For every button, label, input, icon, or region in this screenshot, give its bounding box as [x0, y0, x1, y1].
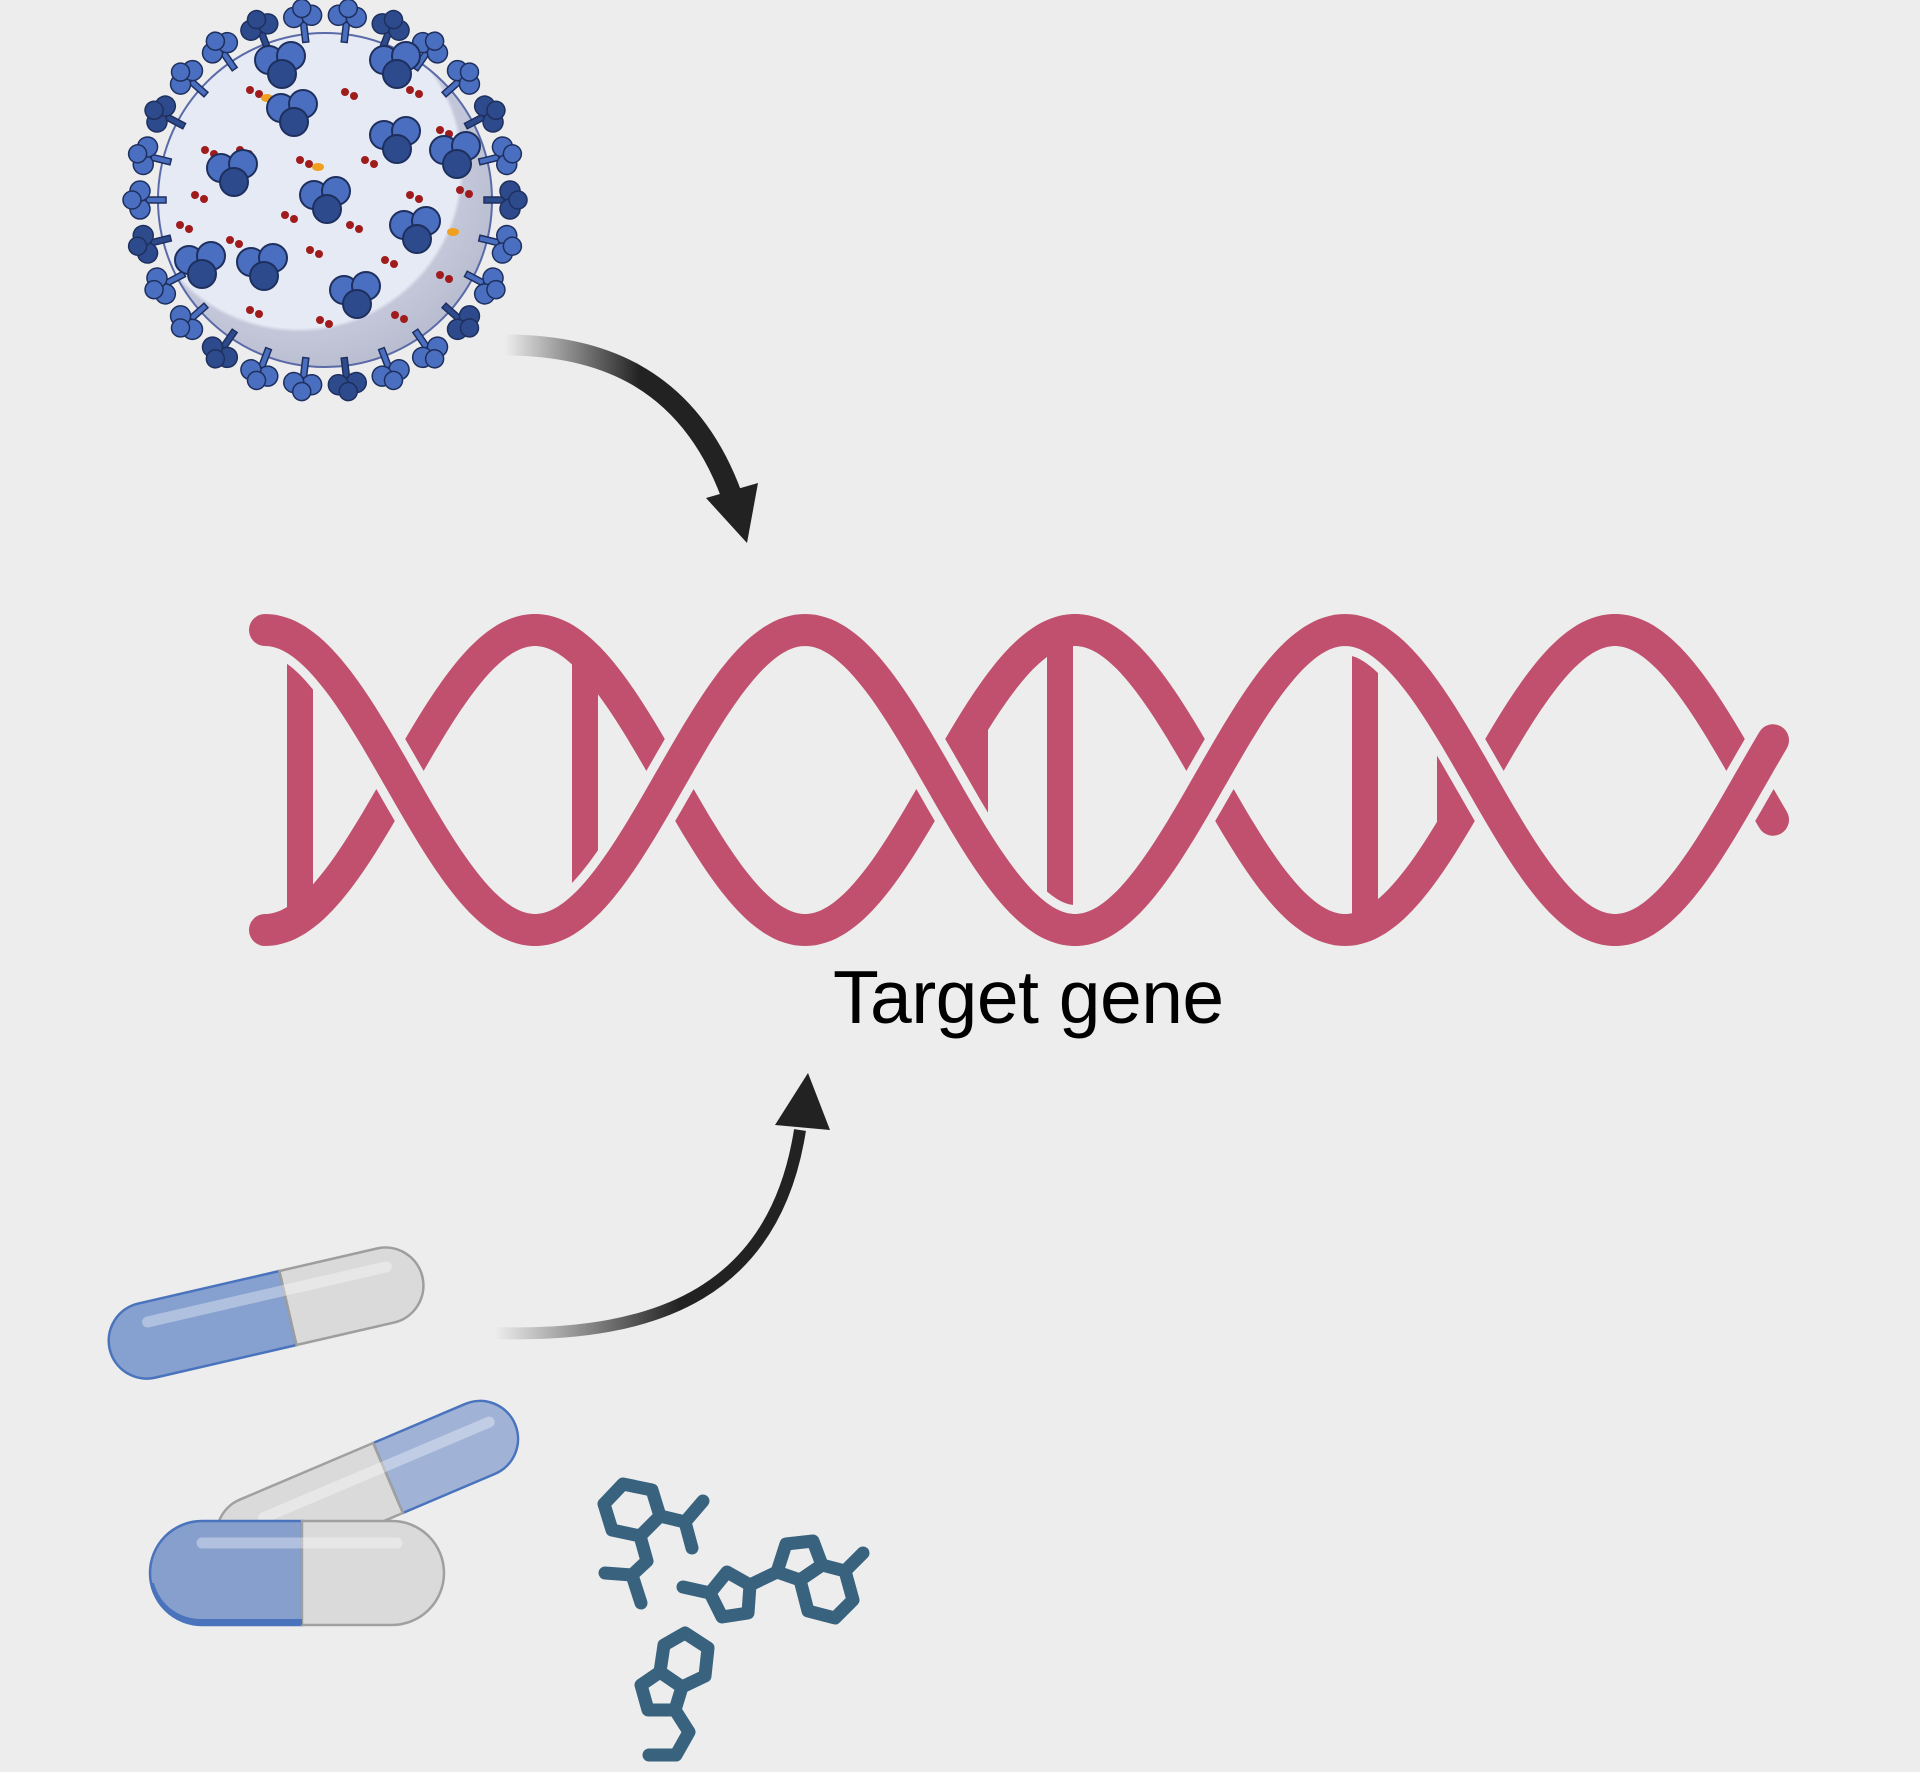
spike-protein: [371, 9, 410, 54]
arrow-virus-to-gene: [504, 334, 758, 543]
spike-protein: [371, 346, 410, 391]
spike-protein: [463, 267, 506, 305]
spike-protein: [411, 328, 449, 369]
virus-dot-pair: [246, 86, 263, 98]
spike-protein: [144, 267, 187, 305]
virus-dot-pair: [406, 86, 423, 98]
virus-dot-pair: [226, 236, 243, 248]
spike-protein: [169, 59, 210, 98]
virus-dot-pair: [346, 221, 363, 233]
virus-dot-pair: [316, 316, 333, 328]
spike-protein: [240, 346, 279, 391]
capsule-1: [107, 1246, 425, 1380]
spike-cluster: [266, 89, 318, 137]
target-gene-label: Target gene: [833, 955, 1224, 1039]
arrowhead-icon: [775, 1073, 830, 1130]
virus-dot-pair: [361, 156, 378, 168]
virus-dot-pair: [176, 221, 193, 233]
arrowhead-icon: [706, 483, 758, 543]
spike-protein: [440, 59, 481, 98]
virus-icon: [122, 0, 528, 402]
spike-protein: [201, 328, 239, 369]
spike-protein: [144, 95, 187, 133]
capsule-pills-icon: [107, 1246, 520, 1627]
spike-protein: [463, 95, 506, 133]
spike-protein: [127, 224, 173, 264]
spike-protein: [201, 31, 239, 72]
spike-protein: [283, 356, 323, 402]
molecule-2: [676, 1534, 870, 1625]
spike-cluster: [254, 41, 306, 89]
virus-dot-pair: [391, 311, 408, 323]
spike-cluster: [299, 176, 351, 224]
spike-protein: [483, 180, 528, 220]
molecule-1: [597, 1477, 710, 1610]
spike-cluster: [429, 131, 481, 179]
virus-dot-pair: [456, 186, 473, 198]
virus-dot-pair: [341, 88, 358, 100]
dna-helix-icon: [240, 604, 1798, 955]
virus-dot-pair: [296, 156, 313, 168]
spike-protein: [327, 0, 367, 44]
molecule-3: [634, 1626, 715, 1762]
spike-protein: [122, 180, 167, 220]
virus-accent-dot: [447, 228, 459, 236]
spike-protein: [477, 224, 523, 264]
dna-strand-front: [249, 613, 1789, 946]
virus-dot-pair: [246, 306, 263, 318]
spike-protein: [477, 136, 523, 176]
virus-dot-pair: [381, 256, 398, 268]
spike-protein: [327, 356, 367, 402]
virus-accent-dot: [312, 163, 324, 171]
dna-strand-back: [249, 614, 1789, 947]
virus-dot-pair: [306, 246, 323, 258]
spike-cluster: [389, 206, 441, 254]
spike-protein: [169, 302, 210, 341]
spike-cluster: [174, 241, 226, 289]
spike-cluster: [329, 271, 381, 319]
spike-protein: [283, 0, 323, 44]
arrow-drug-to-gene: [494, 1073, 830, 1340]
virus-dot-pair: [436, 271, 453, 283]
capsule-3: [148, 1519, 446, 1627]
spike-cluster: [206, 149, 258, 197]
spike-protein: [440, 302, 481, 341]
virus-dot-pair: [191, 191, 208, 203]
small-molecule-icon: [597, 1477, 870, 1762]
spike-cluster: [369, 41, 421, 89]
spike-cluster: [369, 116, 421, 164]
virus-dot-pair: [281, 211, 298, 223]
spike-protein: [127, 136, 173, 176]
spike-protein: [240, 9, 279, 54]
virus-dot-pair: [406, 191, 423, 203]
spike-cluster: [236, 243, 288, 291]
